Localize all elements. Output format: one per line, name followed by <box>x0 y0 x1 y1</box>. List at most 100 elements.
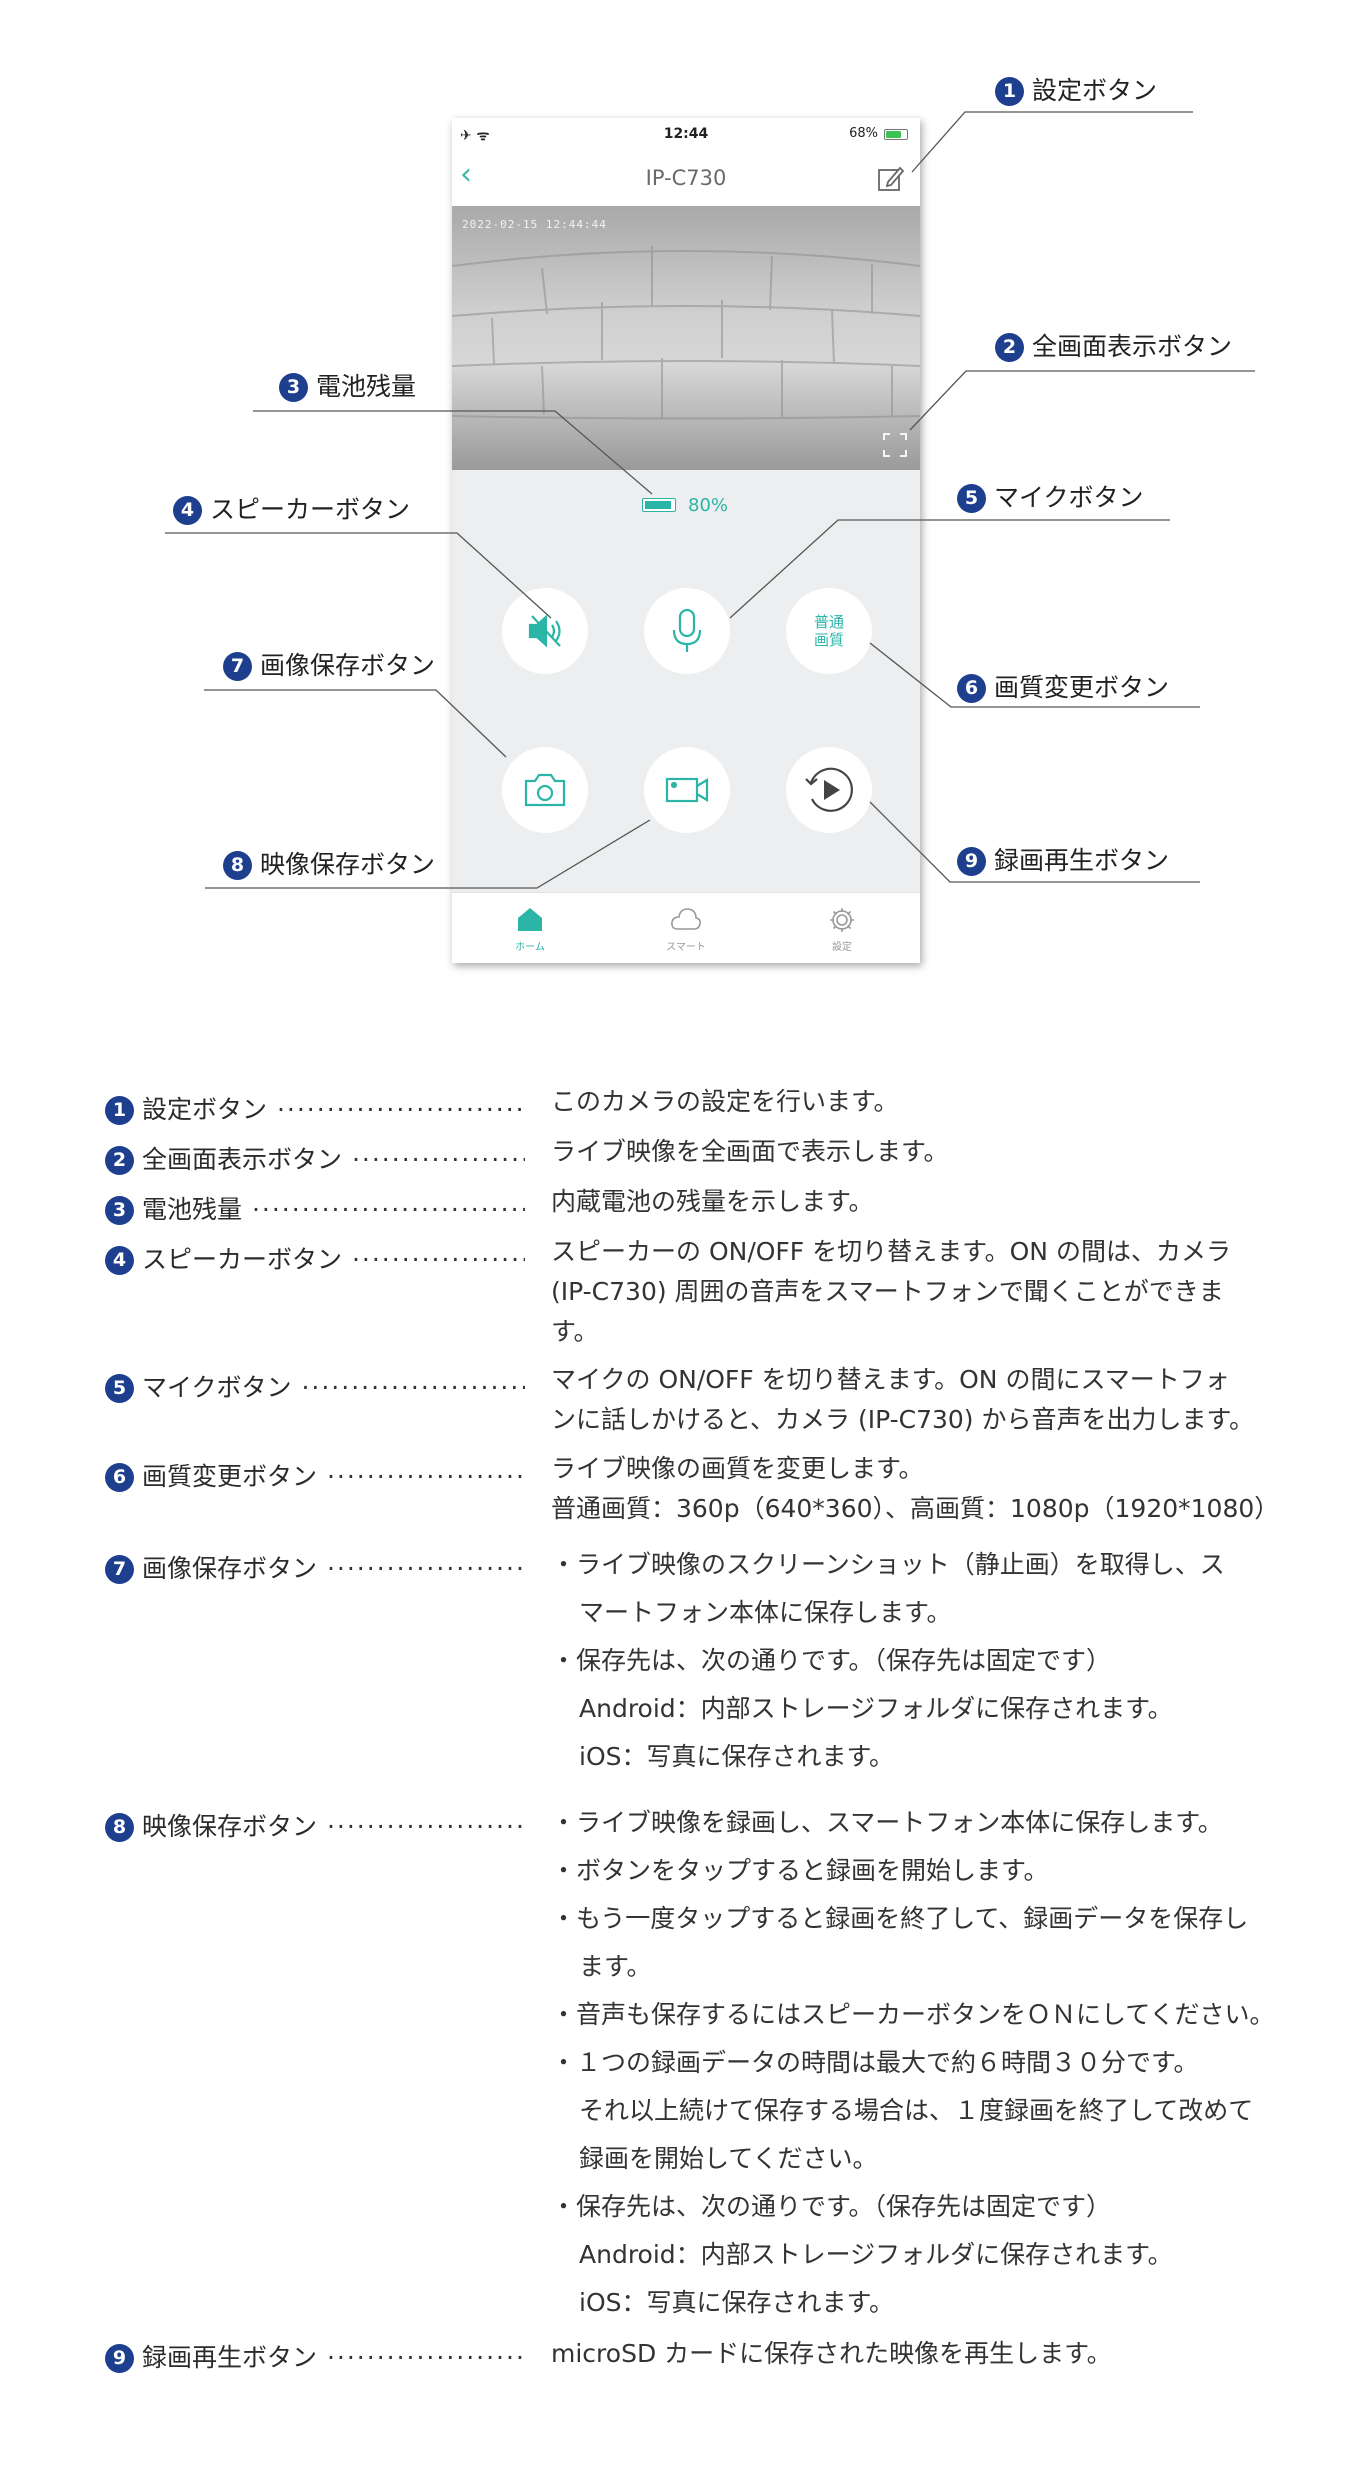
leader-dots: ········································ <box>326 1812 525 1841</box>
term-label: マイクボタン <box>142 1373 292 1402</box>
video-save-button[interactable] <box>644 747 730 833</box>
number-badge: 7 <box>105 1555 134 1584</box>
status-battery-icon <box>884 129 908 140</box>
settings-edit-icon[interactable] <box>876 164 906 194</box>
term-label: 画質変更ボタン <box>142 1462 318 1491</box>
status-battery-percent: 68% <box>849 126 878 141</box>
description-line: 内蔵電池の残量を示します。 <box>551 1187 874 1216</box>
description-text: スピーカーの ON/OFF を切り替えます。ON の間は、カメラ (IP-C730… <box>551 1232 1351 1352</box>
term-label: 全画面表示ボタン <box>142 1145 343 1174</box>
home-icon <box>518 908 542 931</box>
callout-7-label: 画像保存ボタン <box>260 651 436 680</box>
badge-2: 2 <box>995 333 1024 362</box>
description-term: 2 全画面表示ボタン ······························… <box>105 1140 525 1176</box>
status-bar: ✈ ᯤ 12:44 68% <box>452 118 920 150</box>
description-line: マートフォン本体に保存します。 <box>579 1598 952 1627</box>
description-text: ライブ映像の画質を変更します。普通画質：360p（640*360）、高画質：10… <box>551 1449 1351 1529</box>
description-line: ・音声も保存するにはスピーカーボタンをＯＮにしてください。 <box>551 2000 1275 2029</box>
callout-leader-lines <box>165 111 1255 889</box>
quality-button[interactable]: 普通 画質 <box>786 588 872 674</box>
description-line: 録画を開始してください。 <box>579 2144 878 2173</box>
fullscreen-icon[interactable] <box>882 432 908 458</box>
video-camera-icon <box>665 777 709 803</box>
description-text: マイクの ON/OFF を切り替えます。ON の間にスマートフォンに話しかけると… <box>551 1360 1351 1440</box>
brick-wall-image <box>452 246 920 420</box>
speaker-button[interactable] <box>502 588 588 674</box>
badge-7: 7 <box>223 652 252 681</box>
description-line: ・１つの録画データの時間は最大で約６時間３０分です。 <box>551 2048 1199 2077</box>
leader-dots: ········································ <box>301 1373 525 1402</box>
number-badge: 5 <box>105 1374 134 1403</box>
description-text: ライブ映像を全画面で表示します。 <box>551 1132 1351 1172</box>
tab-smart[interactable]: スマート <box>608 893 764 963</box>
description-text: microSD カードに保存された映像を再生します。 <box>551 2330 1351 2378</box>
quality-label-1: 普通 <box>813 613 844 631</box>
live-video: 2022-02-15 12:44:44 <box>452 206 920 470</box>
number-badge: 3 <box>105 1196 134 1225</box>
badge-8: 8 <box>223 851 252 880</box>
mic-button[interactable] <box>644 588 730 674</box>
term-label: 映像保存ボタン <box>142 1812 318 1841</box>
description-line: ライブ映像の画質を変更します。 <box>551 1454 924 1483</box>
gear-icon <box>830 908 854 932</box>
tab-home-label: ホーム <box>515 942 545 953</box>
status-time: 12:44 <box>663 126 709 142</box>
badge-5: 5 <box>957 484 986 513</box>
description-text: 内蔵電池の残量を示します。 <box>551 1182 1351 1222</box>
battery-icon <box>642 498 676 512</box>
phone-screenshot: ✈ ᯤ 12:44 68% ‹ IP-C730 2022-02-15 12:44… <box>452 118 920 963</box>
callout-8-label: 映像保存ボタン <box>260 850 436 879</box>
description-line: それ以上続けて保存する場合は、１度録画を終了して改めて <box>579 2096 1254 2125</box>
description-term: 5 マイクボタン ································… <box>105 1368 525 1404</box>
number-badge: 2 <box>105 1146 134 1175</box>
description-text: このカメラの設定を行います。 <box>551 1082 1351 1122</box>
description-line: スピーカーの ON/OFF を切り替えます。ON の間は、カメラ <box>551 1237 1231 1266</box>
number-badge: 8 <box>105 1813 134 1842</box>
description-line: iOS：写真に保存されます。 <box>579 1742 894 1771</box>
callout-1: 1 設定ボタン <box>995 71 1157 107</box>
back-chevron-icon[interactable]: ‹ <box>460 157 472 192</box>
description-line: Android：内部ストレージフォルダに保存されます。 <box>579 1694 1173 1723</box>
replay-icon <box>805 767 853 812</box>
description-line: ・ライブ映像を録画し、スマートフォン本体に保存します。 <box>551 1808 1223 1837</box>
badge-1: 1 <box>995 77 1024 106</box>
leader-dots: ········································ <box>351 1145 525 1174</box>
description-line: ・保存先は、次の通りです。（保存先は固定です） <box>551 2192 1112 2221</box>
description-line: (IP-C730) 周囲の音声をスマートフォンで聞くことができま <box>551 1277 1224 1306</box>
quality-label-2: 画質 <box>813 631 844 649</box>
tab-settings[interactable]: 設定 <box>764 893 920 963</box>
battery-indicator: 80% <box>452 490 920 520</box>
callout-8: 8 映像保存ボタン <box>223 845 435 881</box>
description-line: microSD カードに保存された映像を再生します。 <box>551 2339 1112 2368</box>
description-line: ンに話しかけると、カメラ (IP-C730) から音声を出力します。 <box>551 1405 1254 1434</box>
leader-dots: ········································ <box>326 2343 525 2372</box>
badge-4: 4 <box>173 496 202 525</box>
callout-3-label: 電池残量 <box>316 372 417 401</box>
description-line: ・保存先は、次の通りです。（保存先は固定です） <box>551 1646 1112 1675</box>
term-label: 録画再生ボタン <box>142 2343 318 2372</box>
tab-home[interactable]: ホーム <box>452 893 608 963</box>
badge-9: 9 <box>957 847 986 876</box>
description-line: 普通画質：360p（640*360）、高画質：1080p（1920*1080） <box>551 1494 1280 1523</box>
playback-button[interactable] <box>786 747 872 833</box>
number-badge: 4 <box>105 1246 134 1275</box>
page-title: IP-C730 <box>645 166 727 190</box>
tab-smart-label: スマート <box>666 942 706 953</box>
callout-2-label: 全画面表示ボタン <box>1032 332 1233 361</box>
callout-1-label: 設定ボタン <box>1032 76 1158 105</box>
description-line: ます。 <box>579 1952 652 1981</box>
description-line: Android：内部ストレージフォルダに保存されます。 <box>579 2240 1173 2269</box>
callout-5-label: マイクボタン <box>994 483 1144 512</box>
camera-icon <box>524 773 566 807</box>
number-badge: 6 <box>105 1463 134 1492</box>
callout-4-label: スピーカーボタン <box>210 495 411 524</box>
photo-save-button[interactable] <box>502 747 588 833</box>
description-line: ・もう一度タップすると録画を終了して、録画データを保存し <box>551 1904 1249 1933</box>
tab-bar: ホーム スマート 設定 <box>452 892 920 963</box>
battery-percent: 80% <box>688 495 729 516</box>
